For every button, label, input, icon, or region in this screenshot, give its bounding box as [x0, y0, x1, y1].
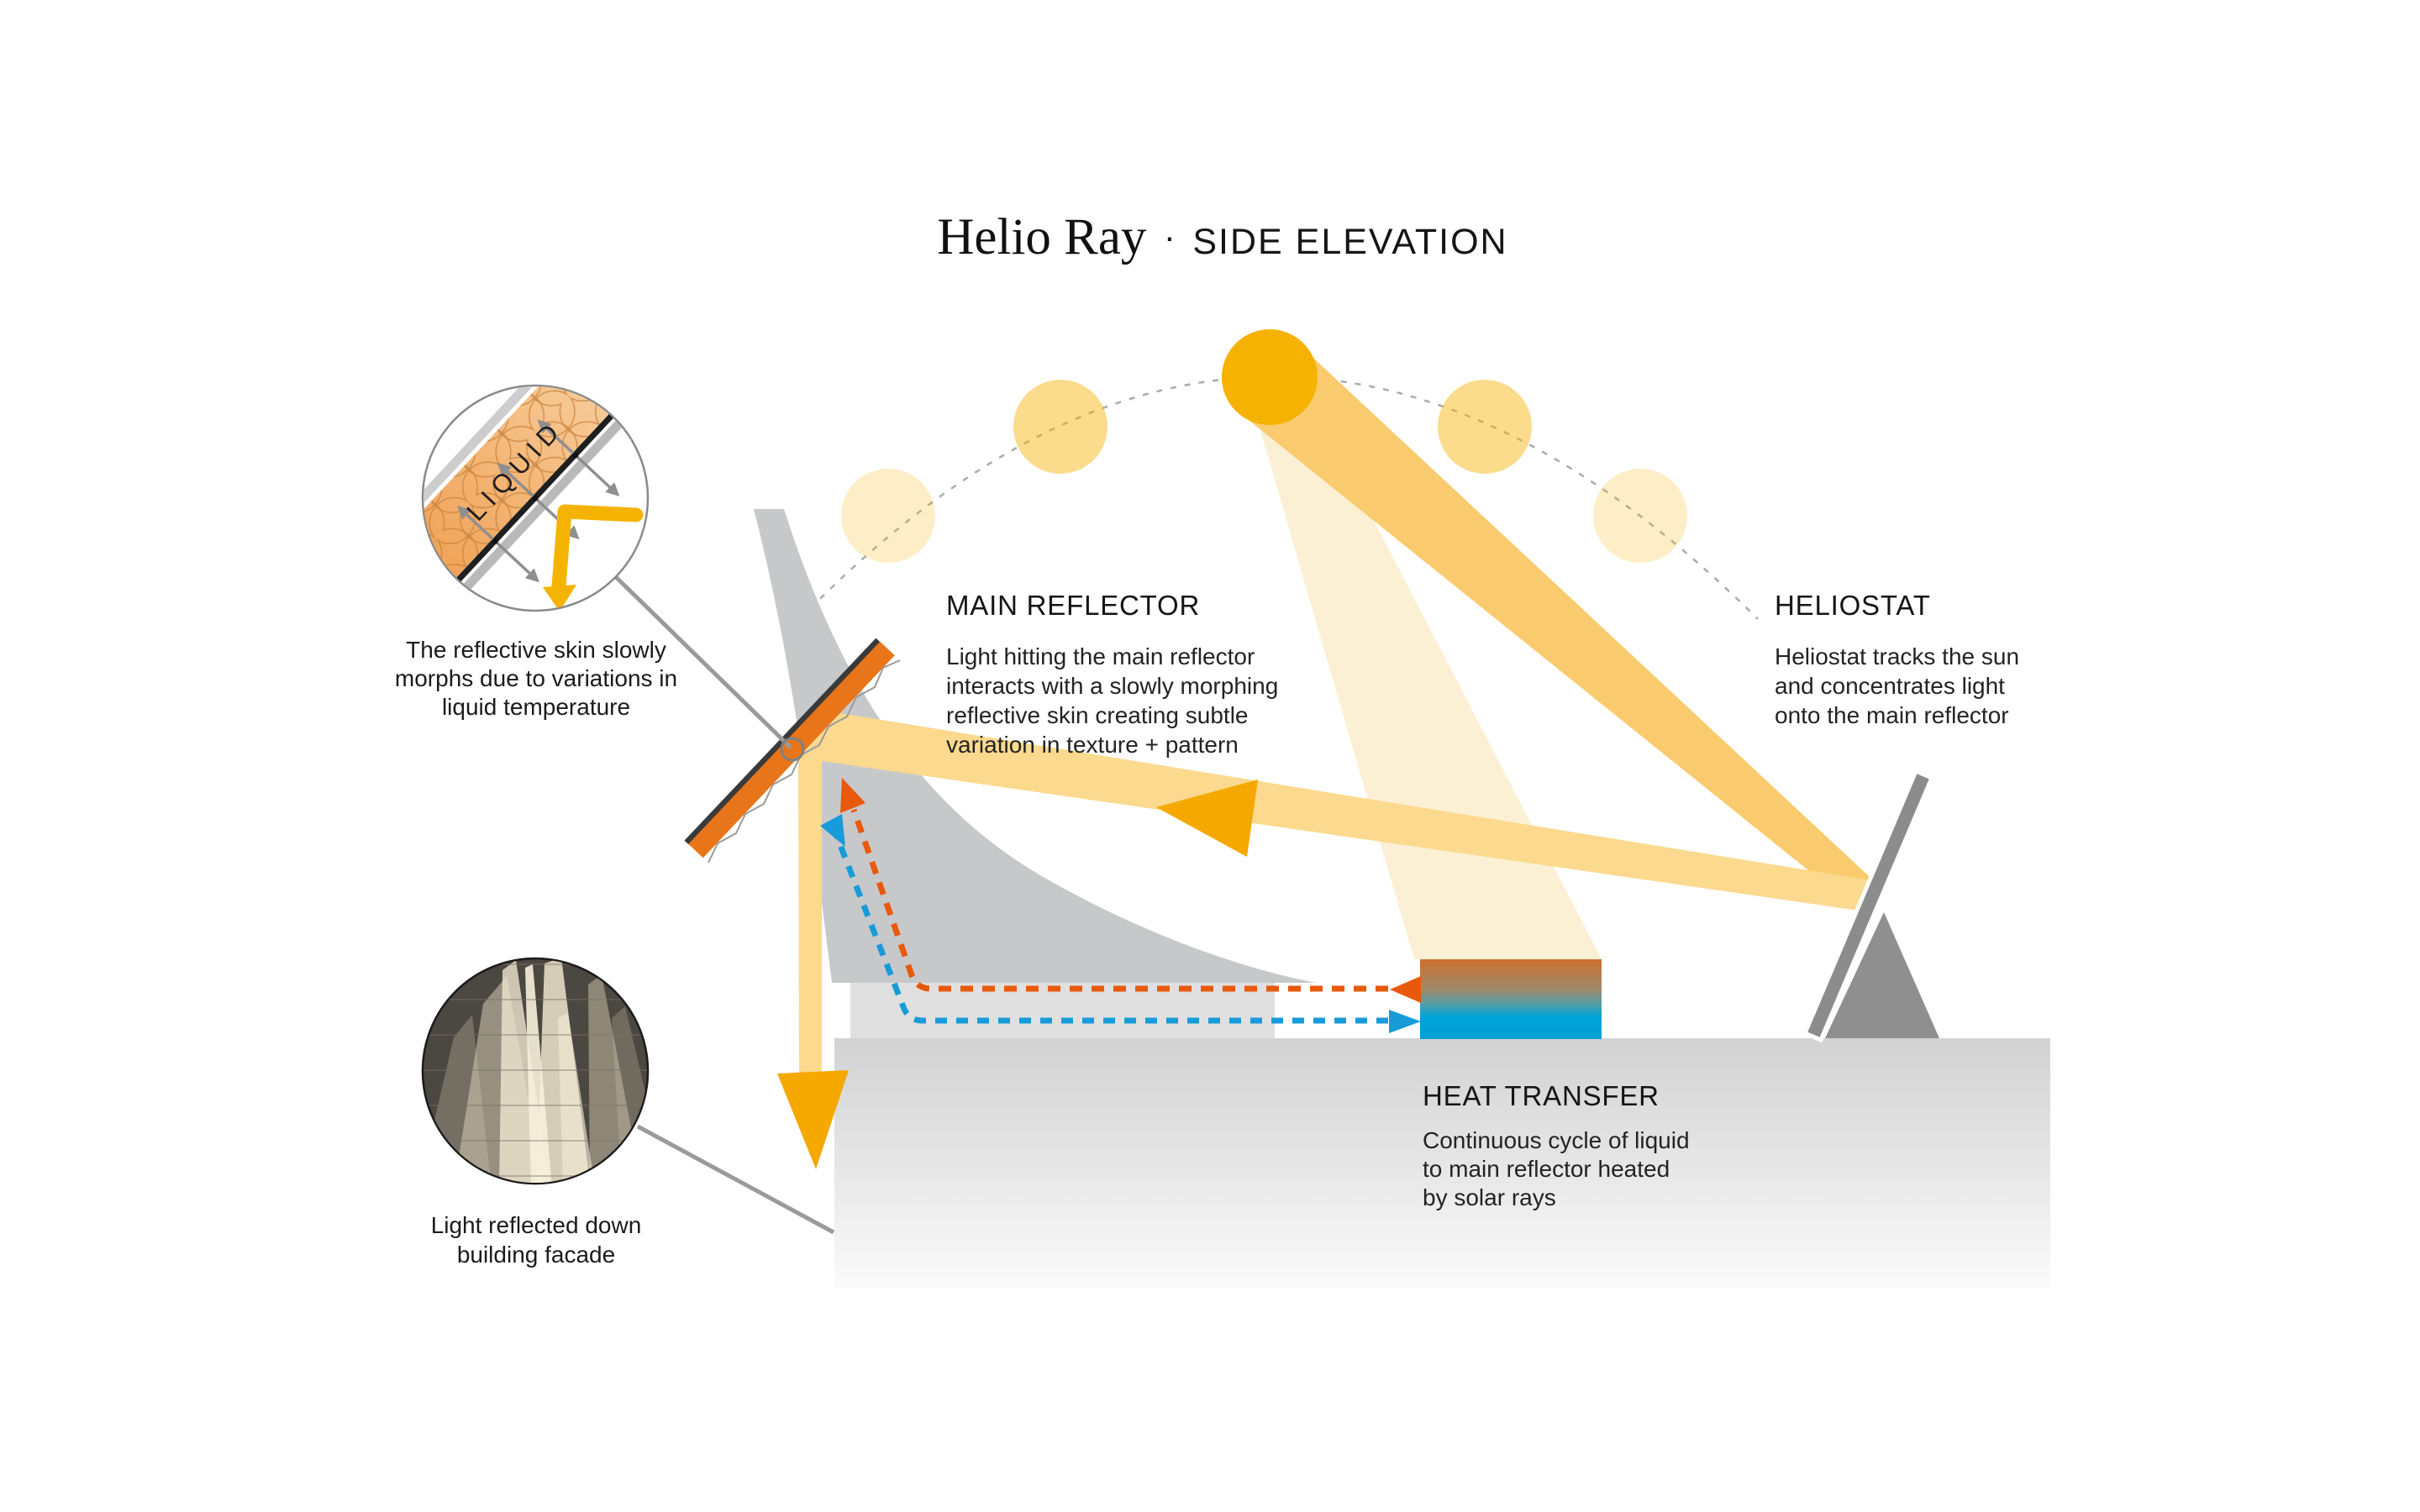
text-line: and concentrates light — [1775, 673, 2005, 699]
cold-flow-head-at-collector — [1389, 1010, 1421, 1033]
cold-flow-arrow-icon — [828, 820, 1388, 1024]
text-line: Heliostat tracks the sun — [1775, 643, 2020, 669]
facade-callout-leader — [636, 1124, 835, 1235]
text-line: onto the main reflector — [1775, 702, 2009, 728]
heat-transfer-annotation: HEAT TRANSFER Continuous cycle of liquid… — [1423, 1080, 1776, 1212]
title-view: SIDE ELEVATION — [1192, 222, 1508, 262]
solar-rays-to-collector-beam — [1254, 380, 1602, 959]
sun-ghost-icon — [1593, 469, 1687, 563]
heliostat-to-reflector-beam — [798, 713, 1881, 911]
heliostat-annotation: HELIOSTAT Heliostat tracks the sun and c… — [1775, 590, 2128, 730]
facade-inset — [421, 957, 650, 1185]
reflected-light-elbow-arrow — [551, 504, 644, 594]
text-line: liquid temperature — [441, 694, 631, 720]
tower-structure — [754, 509, 1316, 983]
text-line: morphs due to variations in — [394, 665, 678, 691]
sun-ghost-icon — [841, 469, 935, 563]
text-line: reflective skin creating subtle — [946, 702, 1249, 728]
detail-callout-icon — [780, 737, 805, 762]
text-line: interacts with a slowly morphing — [946, 673, 1279, 699]
main-reflector-body: Light hitting the main reflector interac… — [946, 642, 1383, 759]
ground-platform — [834, 1038, 2050, 1289]
hot-flow-head-at-reflector — [840, 778, 865, 813]
liquid-inset-caption: The reflective skin slowly morphs due to… — [343, 636, 729, 722]
hot-flow-arrow-icon — [850, 808, 1388, 992]
heliostat-base — [1825, 912, 1939, 1038]
text-line: to main reflector heated — [1423, 1156, 1670, 1182]
reflected-down-beam — [798, 732, 822, 1078]
main-reflector-annotation: MAIN REFLECTOR Light hitting the main re… — [946, 590, 1383, 759]
liquid-callout-leader — [614, 575, 792, 749]
reflected-light-elbow-head — [543, 585, 576, 610]
down-light-arrow-icon — [777, 1070, 849, 1169]
facade-inset-caption: Light reflected down building facade — [351, 1210, 721, 1269]
text-line: Light hitting the main reflector — [946, 643, 1255, 669]
sun-ghost-icon — [1013, 380, 1107, 474]
hot-flow-head-at-collector — [1390, 976, 1421, 1003]
liquid-detail-inset: LIQUID — [421, 384, 650, 612]
title-name: Helio Ray — [937, 209, 1147, 265]
skin-outer-shell — [424, 386, 622, 599]
main-reflector-heading: MAIN REFLECTOR — [946, 590, 1201, 621]
heat-transfer-heading: HEAT TRANSFER — [1423, 1080, 1660, 1111]
text-line: by solar rays — [1423, 1184, 1556, 1210]
heliostat-mirror — [1802, 768, 1935, 1043]
main-reflector-panel — [688, 641, 895, 858]
heat-transfer-body: Continuous cycle of liquid to main refle… — [1423, 1126, 1776, 1212]
text-line: The reflective skin slowly — [406, 637, 666, 663]
title-separator: · — [1163, 217, 1176, 256]
text-line: Light reflected down — [430, 1212, 642, 1238]
heliostat-body: Heliostat tracks the sun and concentrate… — [1775, 642, 2128, 730]
sun-to-heliostat-beam — [1249, 359, 1881, 912]
text-line: building facade — [456, 1242, 616, 1268]
text-line: variation in texture + pattern — [946, 732, 1239, 758]
heat-collector — [1420, 959, 1602, 1039]
sun-icon — [1222, 329, 1318, 425]
sun-ghost-icon — [1438, 380, 1532, 474]
text-line: Continuous cycle of liquid — [1423, 1127, 1690, 1153]
page-title: Helio Ray · SIDE ELEVATION — [0, 208, 2420, 267]
heliostat-heading: HELIOSTAT — [1775, 590, 1931, 621]
tower-pedestal — [850, 983, 1275, 1038]
beam-arrow-icon — [1156, 780, 1258, 857]
cold-flow-head-at-reflector — [820, 814, 845, 847]
